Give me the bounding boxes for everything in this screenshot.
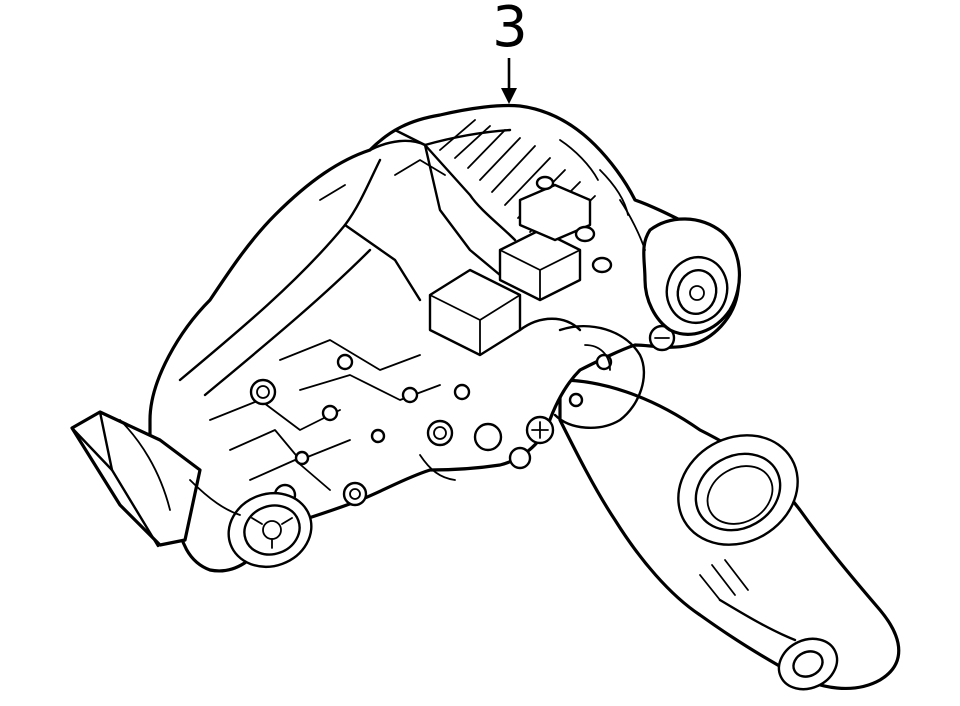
housing-details <box>189 139 646 516</box>
input-flange <box>70 410 202 548</box>
callout-number-3: 3 <box>492 0 528 60</box>
callout-leader-arrow <box>501 58 517 104</box>
axle-tube-arm <box>558 378 901 691</box>
ribbed-cover <box>368 119 596 277</box>
center-boss <box>518 317 646 429</box>
bolts <box>249 324 676 507</box>
left-mount-bushing <box>227 492 313 568</box>
housing-ribs <box>178 158 441 491</box>
right-mount-bushing <box>642 217 742 336</box>
